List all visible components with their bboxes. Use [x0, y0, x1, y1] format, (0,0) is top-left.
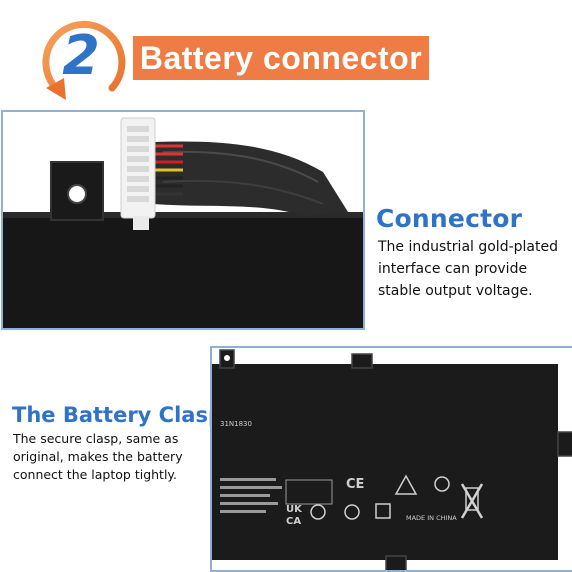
connector-heading: Connector [376, 204, 523, 233]
step-number: 2 [62, 24, 100, 87]
clasp-description: The secure clasp, same as original, make… [13, 431, 183, 482]
ce-mark: CE [346, 477, 364, 492]
connector-description: The industrial gold-plated interface can… [378, 239, 558, 299]
ca-mark: CA [286, 516, 301, 527]
made-in-label: MADE IN CHINA [406, 514, 457, 522]
page-title: Battery connector [133, 36, 429, 80]
step-badge: 2 [34, 8, 132, 106]
warning-icon [394, 474, 418, 495]
battery-clasp-photo: 31N1830 CE UK CA MADE IN CHINA [210, 346, 572, 572]
clasp-tabs [219, 349, 572, 570]
circular-arrow-icon: 2 [42, 21, 126, 100]
connector-photo [1, 110, 365, 330]
clasp-heading: The Battery Clasp [12, 403, 223, 427]
battery-model: 31N1830 [220, 420, 252, 428]
uk-mark: UK [286, 504, 303, 515]
recycle-icon [434, 476, 450, 492]
